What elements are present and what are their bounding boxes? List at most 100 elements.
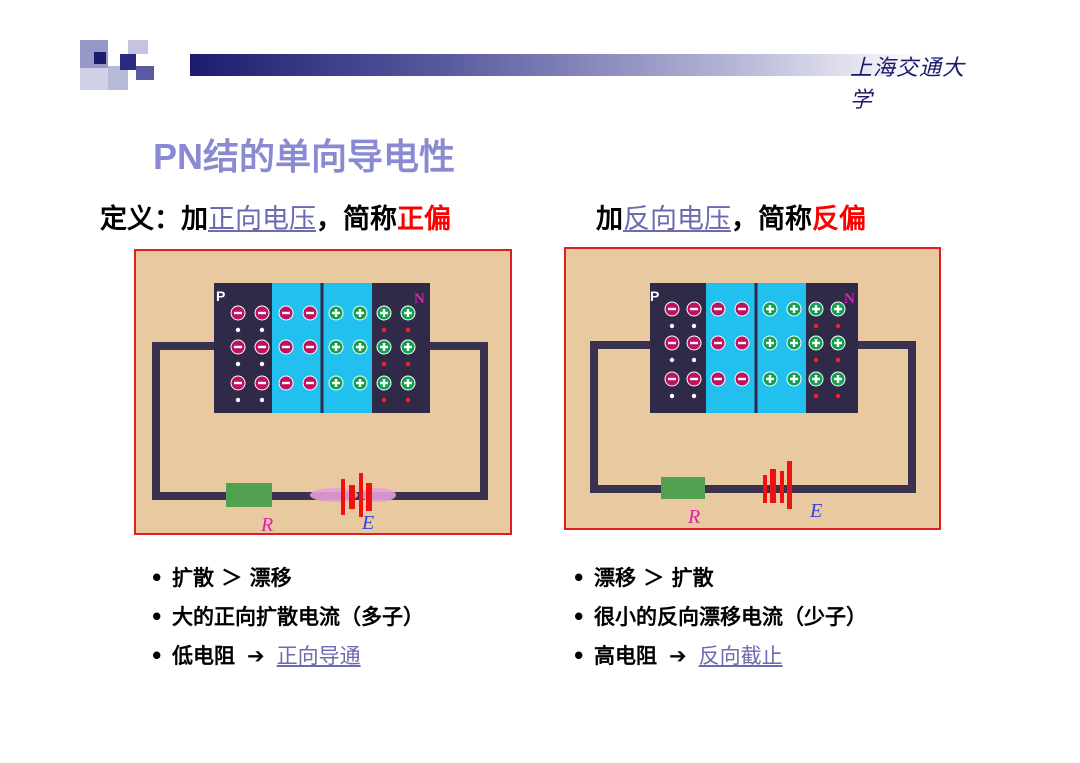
arrow-icon: ➔: [669, 644, 687, 668]
electron-carrier: [405, 327, 411, 333]
bullet-dot: •: [150, 644, 164, 668]
resistor-label: R: [260, 514, 273, 533]
plus-sign: [792, 375, 796, 383]
plus-sign: [382, 379, 386, 387]
plus-sign: [334, 343, 338, 351]
battery-plate-3: [780, 471, 784, 503]
right-def-prefix: 加: [596, 204, 623, 235]
hole-carrier: [259, 327, 265, 333]
electron-carrier: [405, 397, 411, 403]
hole-carrier: [691, 323, 697, 329]
plus-sign: [406, 343, 410, 351]
ion-group: [664, 301, 846, 399]
minus-sign: [282, 345, 290, 349]
plus-sign: [814, 305, 818, 313]
p-region-label: P: [216, 288, 225, 304]
reverse-bias-bullets: • 漂移 ＞ 扩散 •很小的反向漂移电流（少子） • 高电阻 ➔ 反向截止: [572, 559, 867, 676]
minus-sign: [306, 345, 314, 349]
electron-carrier: [381, 361, 387, 367]
reverse-voltage-link[interactable]: 反向电压: [623, 204, 731, 235]
hole-carrier: [669, 393, 675, 399]
hole-carrier: [235, 327, 241, 333]
minus-sign: [234, 381, 242, 385]
list-item: •低电阻➔正向导通: [150, 637, 424, 676]
minus-sign: [690, 377, 698, 381]
resistor-label: R: [687, 506, 700, 528]
plus-sign: [358, 379, 362, 387]
resistor: [661, 477, 705, 499]
plus-sign: [792, 339, 796, 347]
forward-conduction-link[interactable]: 正向导通: [276, 644, 361, 668]
header-square-2: [94, 52, 106, 64]
bullet-text: 大的正向扩散电流（多子）: [172, 605, 424, 629]
plus-sign: [334, 309, 338, 317]
bullet-dot: •: [572, 566, 586, 590]
header-square-4: [80, 68, 108, 90]
left-def-prefix: 定义：加: [100, 204, 208, 235]
plus-sign: [406, 379, 410, 387]
minus-sign: [306, 311, 314, 315]
battery-plate-4: [366, 483, 372, 511]
battery-plate-1: [341, 479, 345, 515]
hole-carrier: [669, 323, 675, 329]
plus-sign: [382, 309, 386, 317]
bullet-text: 扩散 ＞ 漂移: [172, 566, 292, 590]
list-item: •大的正向扩散电流（多子）: [150, 598, 424, 637]
list-item: • 漂移 ＞ 扩散: [572, 559, 867, 598]
battery-plate-2: [770, 469, 776, 503]
battery-plate-4: [787, 461, 792, 509]
university-logo: 上海交通大学: [850, 56, 966, 113]
minus-sign: [258, 381, 266, 385]
plus-sign: [406, 309, 410, 317]
battery-plate-1: [763, 475, 767, 503]
minus-sign: [258, 311, 266, 315]
electron-carrier: [813, 357, 819, 363]
electron-carrier: [813, 393, 819, 399]
electron-carrier: [835, 393, 841, 399]
plus-sign: [382, 343, 386, 351]
battery-plate-2: [349, 485, 355, 509]
battery-label: E: [361, 512, 374, 533]
list-item: •扩散 ＞ 漂移: [150, 559, 424, 598]
list-item: • 高电阻 ➔ 反向截止: [572, 637, 867, 676]
circuit-wire: [590, 341, 916, 493]
hole-carrier: [691, 393, 697, 399]
reverse-cutoff-link[interactable]: 反向截止: [698, 644, 783, 668]
bullet-text: 低电阻: [172, 644, 235, 668]
minus-sign: [282, 381, 290, 385]
list-item: •很小的反向漂移电流（少子）: [572, 598, 867, 637]
bullet-dot: •: [572, 644, 586, 668]
electron-carrier: [835, 323, 841, 329]
electron-carrier: [813, 323, 819, 329]
forward-bias-svg: P N R E: [152, 283, 488, 536]
reverse-bias-term: 反偏: [812, 204, 866, 235]
right-def-mid: ，简称: [731, 204, 812, 235]
minus-sign: [668, 341, 676, 345]
header-square-5: [128, 40, 148, 54]
hole-carrier: [235, 361, 241, 367]
plus-sign: [814, 375, 818, 383]
plus-sign: [814, 339, 818, 347]
bullet-dot: •: [572, 605, 586, 629]
electron-carrier: [381, 327, 387, 333]
minus-sign: [714, 307, 722, 311]
ion-group: [230, 305, 416, 403]
minus-sign: [668, 307, 676, 311]
header-bar: 上海交通大学: [80, 40, 970, 113]
battery-label: E: [809, 500, 822, 522]
battery-plate-3: [359, 473, 363, 517]
plus-sign: [768, 339, 772, 347]
bullet-text: 高电阻: [594, 644, 657, 668]
n-region-label: N: [414, 291, 425, 307]
minus-sign: [234, 345, 242, 349]
bullet-text: 漂移 ＞ 扩散: [594, 566, 714, 590]
reverse-bias-svg: P N R E: [590, 283, 916, 528]
electron-carrier: [381, 397, 387, 403]
forward-bias-diagram: P N R E: [134, 249, 512, 536]
plus-sign: [836, 339, 840, 347]
left-definition: 定义：加正向电压，简称正偏: [100, 197, 451, 236]
minus-sign: [738, 341, 746, 345]
hole-carrier: [235, 397, 241, 403]
forward-voltage-link[interactable]: 正向电压: [208, 204, 316, 235]
minus-sign: [306, 381, 314, 385]
